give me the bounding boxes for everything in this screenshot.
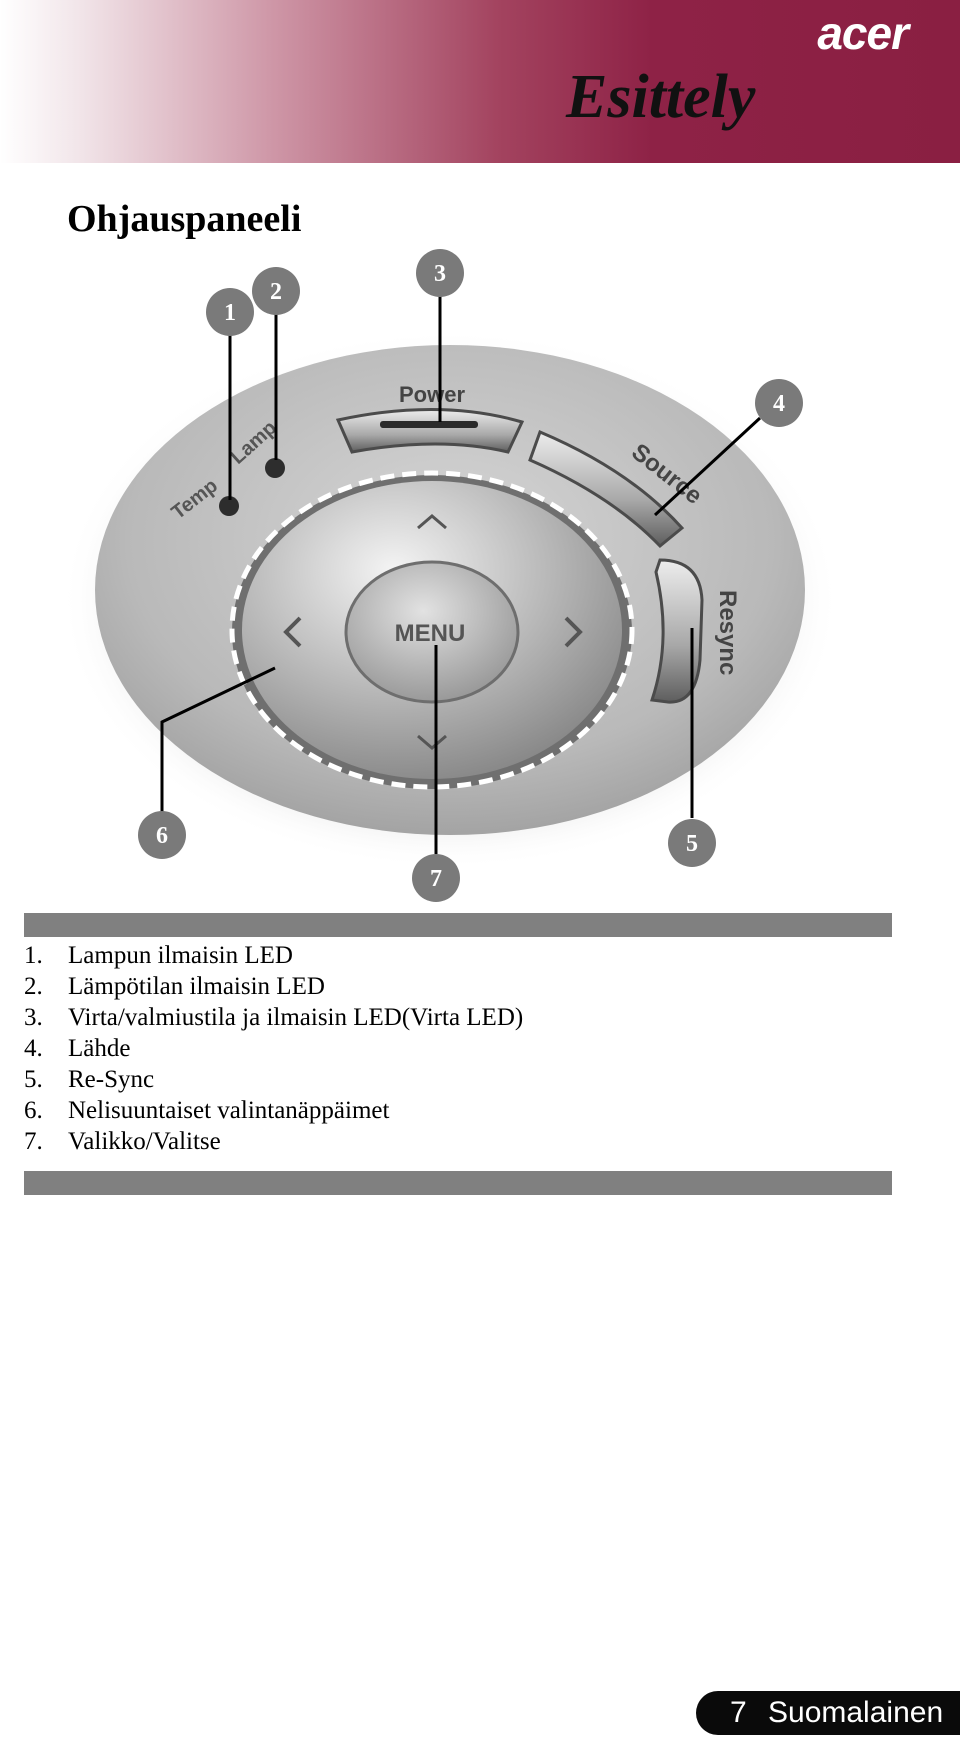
list-number: 1. bbox=[24, 940, 68, 971]
power-led-slot bbox=[380, 421, 478, 428]
callout-number-4: 4 bbox=[773, 391, 785, 417]
list-text: Nelisuuntaiset valintanäppäimet bbox=[68, 1097, 389, 1124]
list-item: 2.Lämpötilan ilmaisin LED bbox=[24, 971, 523, 1002]
list-text: Lämpötilan ilmaisin LED bbox=[68, 973, 325, 1000]
list-item: 5.Re-Sync bbox=[24, 1064, 523, 1095]
top-divider-bar bbox=[24, 913, 892, 937]
callout-number-7: 7 bbox=[430, 866, 442, 892]
list-number: 5. bbox=[24, 1064, 68, 1095]
page-number: 7 bbox=[730, 1691, 747, 1735]
list-item: 4.Lähde bbox=[24, 1033, 523, 1064]
list-text: Lampun ilmaisin LED bbox=[68, 942, 293, 969]
callout-number-6: 6 bbox=[156, 823, 168, 849]
menu-label: MENU bbox=[395, 620, 466, 647]
list-text: Valikko/Valitse bbox=[68, 1128, 221, 1155]
callout-number-3: 3 bbox=[434, 261, 446, 287]
list-item: 6.Nelisuuntaiset valintanäppäimet bbox=[24, 1095, 523, 1126]
callout-number-1: 1 bbox=[224, 300, 236, 326]
list-number: 4. bbox=[24, 1033, 68, 1064]
list-text: Lähde bbox=[68, 1035, 130, 1062]
control-list: 1.Lampun ilmaisin LED 2.Lämpötilan ilmai… bbox=[24, 940, 523, 1157]
page-footer-tab: 7 Suomalainen bbox=[696, 1691, 960, 1735]
lamp-led bbox=[265, 458, 285, 478]
resync-label: Resync bbox=[714, 590, 741, 675]
list-item: 1.Lampun ilmaisin LED bbox=[24, 940, 523, 971]
list-item: 7.Valikko/Valitse bbox=[24, 1126, 523, 1157]
callout-number-2: 2 bbox=[270, 279, 282, 305]
language-label: Suomalainen bbox=[768, 1691, 943, 1735]
list-number: 3. bbox=[24, 1002, 68, 1033]
list-number: 7. bbox=[24, 1126, 68, 1157]
list-number: 2. bbox=[24, 971, 68, 1002]
list-text: Virta/valmiustila ja ilmaisin LED(Virta … bbox=[68, 1004, 523, 1031]
callout-number-5: 5 bbox=[686, 831, 698, 857]
list-number: 6. bbox=[24, 1095, 68, 1126]
list-item: 3.Virta/valmiustila ja ilmaisin LED(Virt… bbox=[24, 1002, 523, 1033]
bottom-divider-bar bbox=[24, 1171, 892, 1195]
power-label: Power bbox=[399, 382, 465, 407]
list-text: Re-Sync bbox=[68, 1066, 154, 1093]
